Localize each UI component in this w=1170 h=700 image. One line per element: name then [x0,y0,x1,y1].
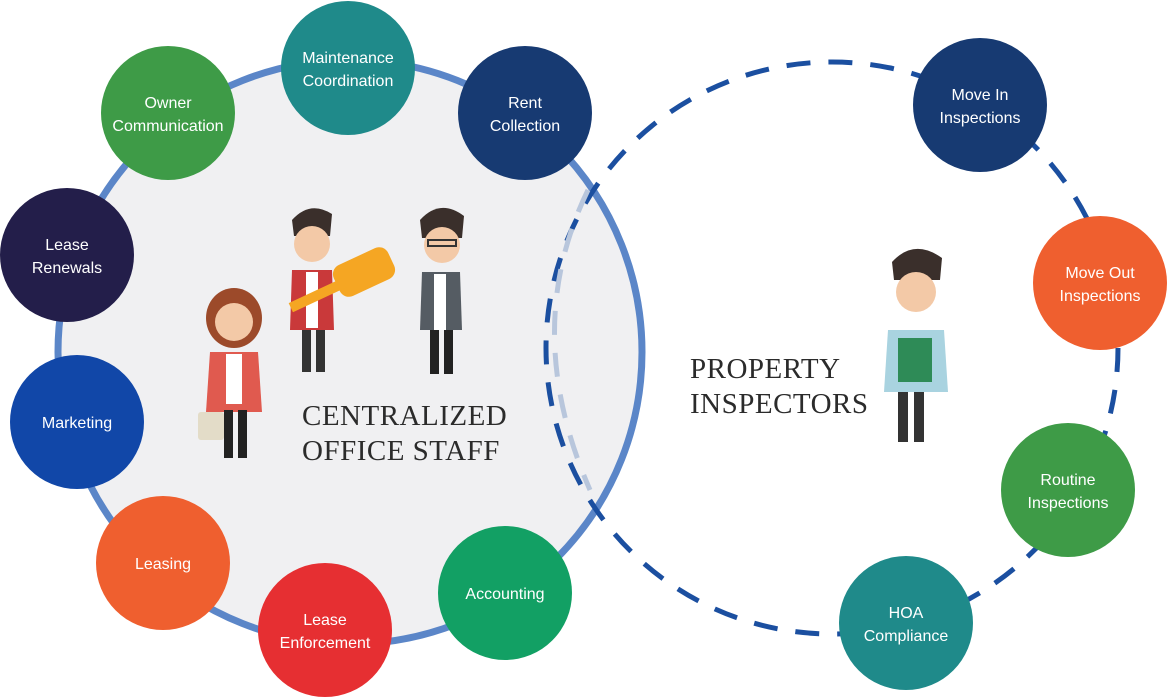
office-bubble-circle [0,188,134,322]
office-bubble-label-line1: Lease [45,237,89,254]
office-bubble-circle [258,563,392,697]
inspectors-title-line1: PROPERTY [690,353,841,385]
office-bubble-circle [281,1,415,135]
office-bubble-label-line1: Leasing [135,556,191,573]
office-bubbles-group: MaintenanceCoordinationRentCollectionOwn… [0,1,592,697]
office-bubble: Accounting [438,526,572,660]
inspector-bubble-circle [839,556,973,690]
inspector-bubble-label-line2: Compliance [864,628,949,645]
office-bubble-label-line2: Collection [490,118,560,135]
office-bubble-label-line1: Owner [144,95,192,112]
office-bubble-circle [458,46,592,180]
inspector-bubble-circle [913,38,1047,172]
man-with-key-illustration [288,208,396,372]
inspector-bubble-label-line2: Inspections [940,110,1021,127]
office-bubble-circle [438,526,572,660]
inspector-bubble-label-line2: Inspections [1060,288,1141,305]
office-title-line2: OFFICE STAFF [302,435,500,467]
inspector-bubble: HOA Compliance [839,556,973,690]
inspector-bubble-label-line1: Move In [952,87,1009,104]
office-bubble-label-line1: Accounting [465,586,544,603]
office-bubble: Leasing [96,496,230,630]
inspectors-dashed-circle [543,59,1121,637]
office-title-line1: CENTRALIZED [302,400,507,432]
inspector-bubble-label-line1: Move Out [1065,265,1135,282]
office-bubble-label-line2: Communication [112,118,223,135]
office-bubble-label-line1: Lease [303,612,347,629]
clipboard-icon [898,338,932,382]
office-bubble-label-line1: Rent [508,95,542,112]
inspector-bubble: Move In Inspections [913,38,1047,172]
office-bubble-circle [101,46,235,180]
inspector-bubble-label-line1: HOA [889,605,924,622]
office-bubble-label-line1: Marketing [42,415,112,432]
woman-illustration [198,288,262,458]
office-bubble-label-line1: Maintenance [302,50,394,67]
inspector-bubble-label-line1: Routine [1040,472,1095,489]
office-bubble-label-line2: Renewals [32,260,102,277]
inspector-bubble-circle [1001,423,1135,557]
key-icon [288,247,396,313]
office-bubble-label-line2: Enforcement [280,635,371,652]
office-bubble-circle [96,496,230,630]
inspectors-title-line2: INSPECTORS [690,388,869,420]
office-bubble: Marketing [10,355,144,489]
inspector-bubble-circle [1033,216,1167,350]
inspector-bubble-label-line2: Inspections [1028,495,1109,512]
man-with-glasses-illustration [420,207,464,374]
overlap-faded-arc [552,188,593,492]
inspector-illustration [884,248,948,442]
office-bubble-circle [10,355,144,489]
office-bubble-label-line2: Coordination [303,73,394,90]
